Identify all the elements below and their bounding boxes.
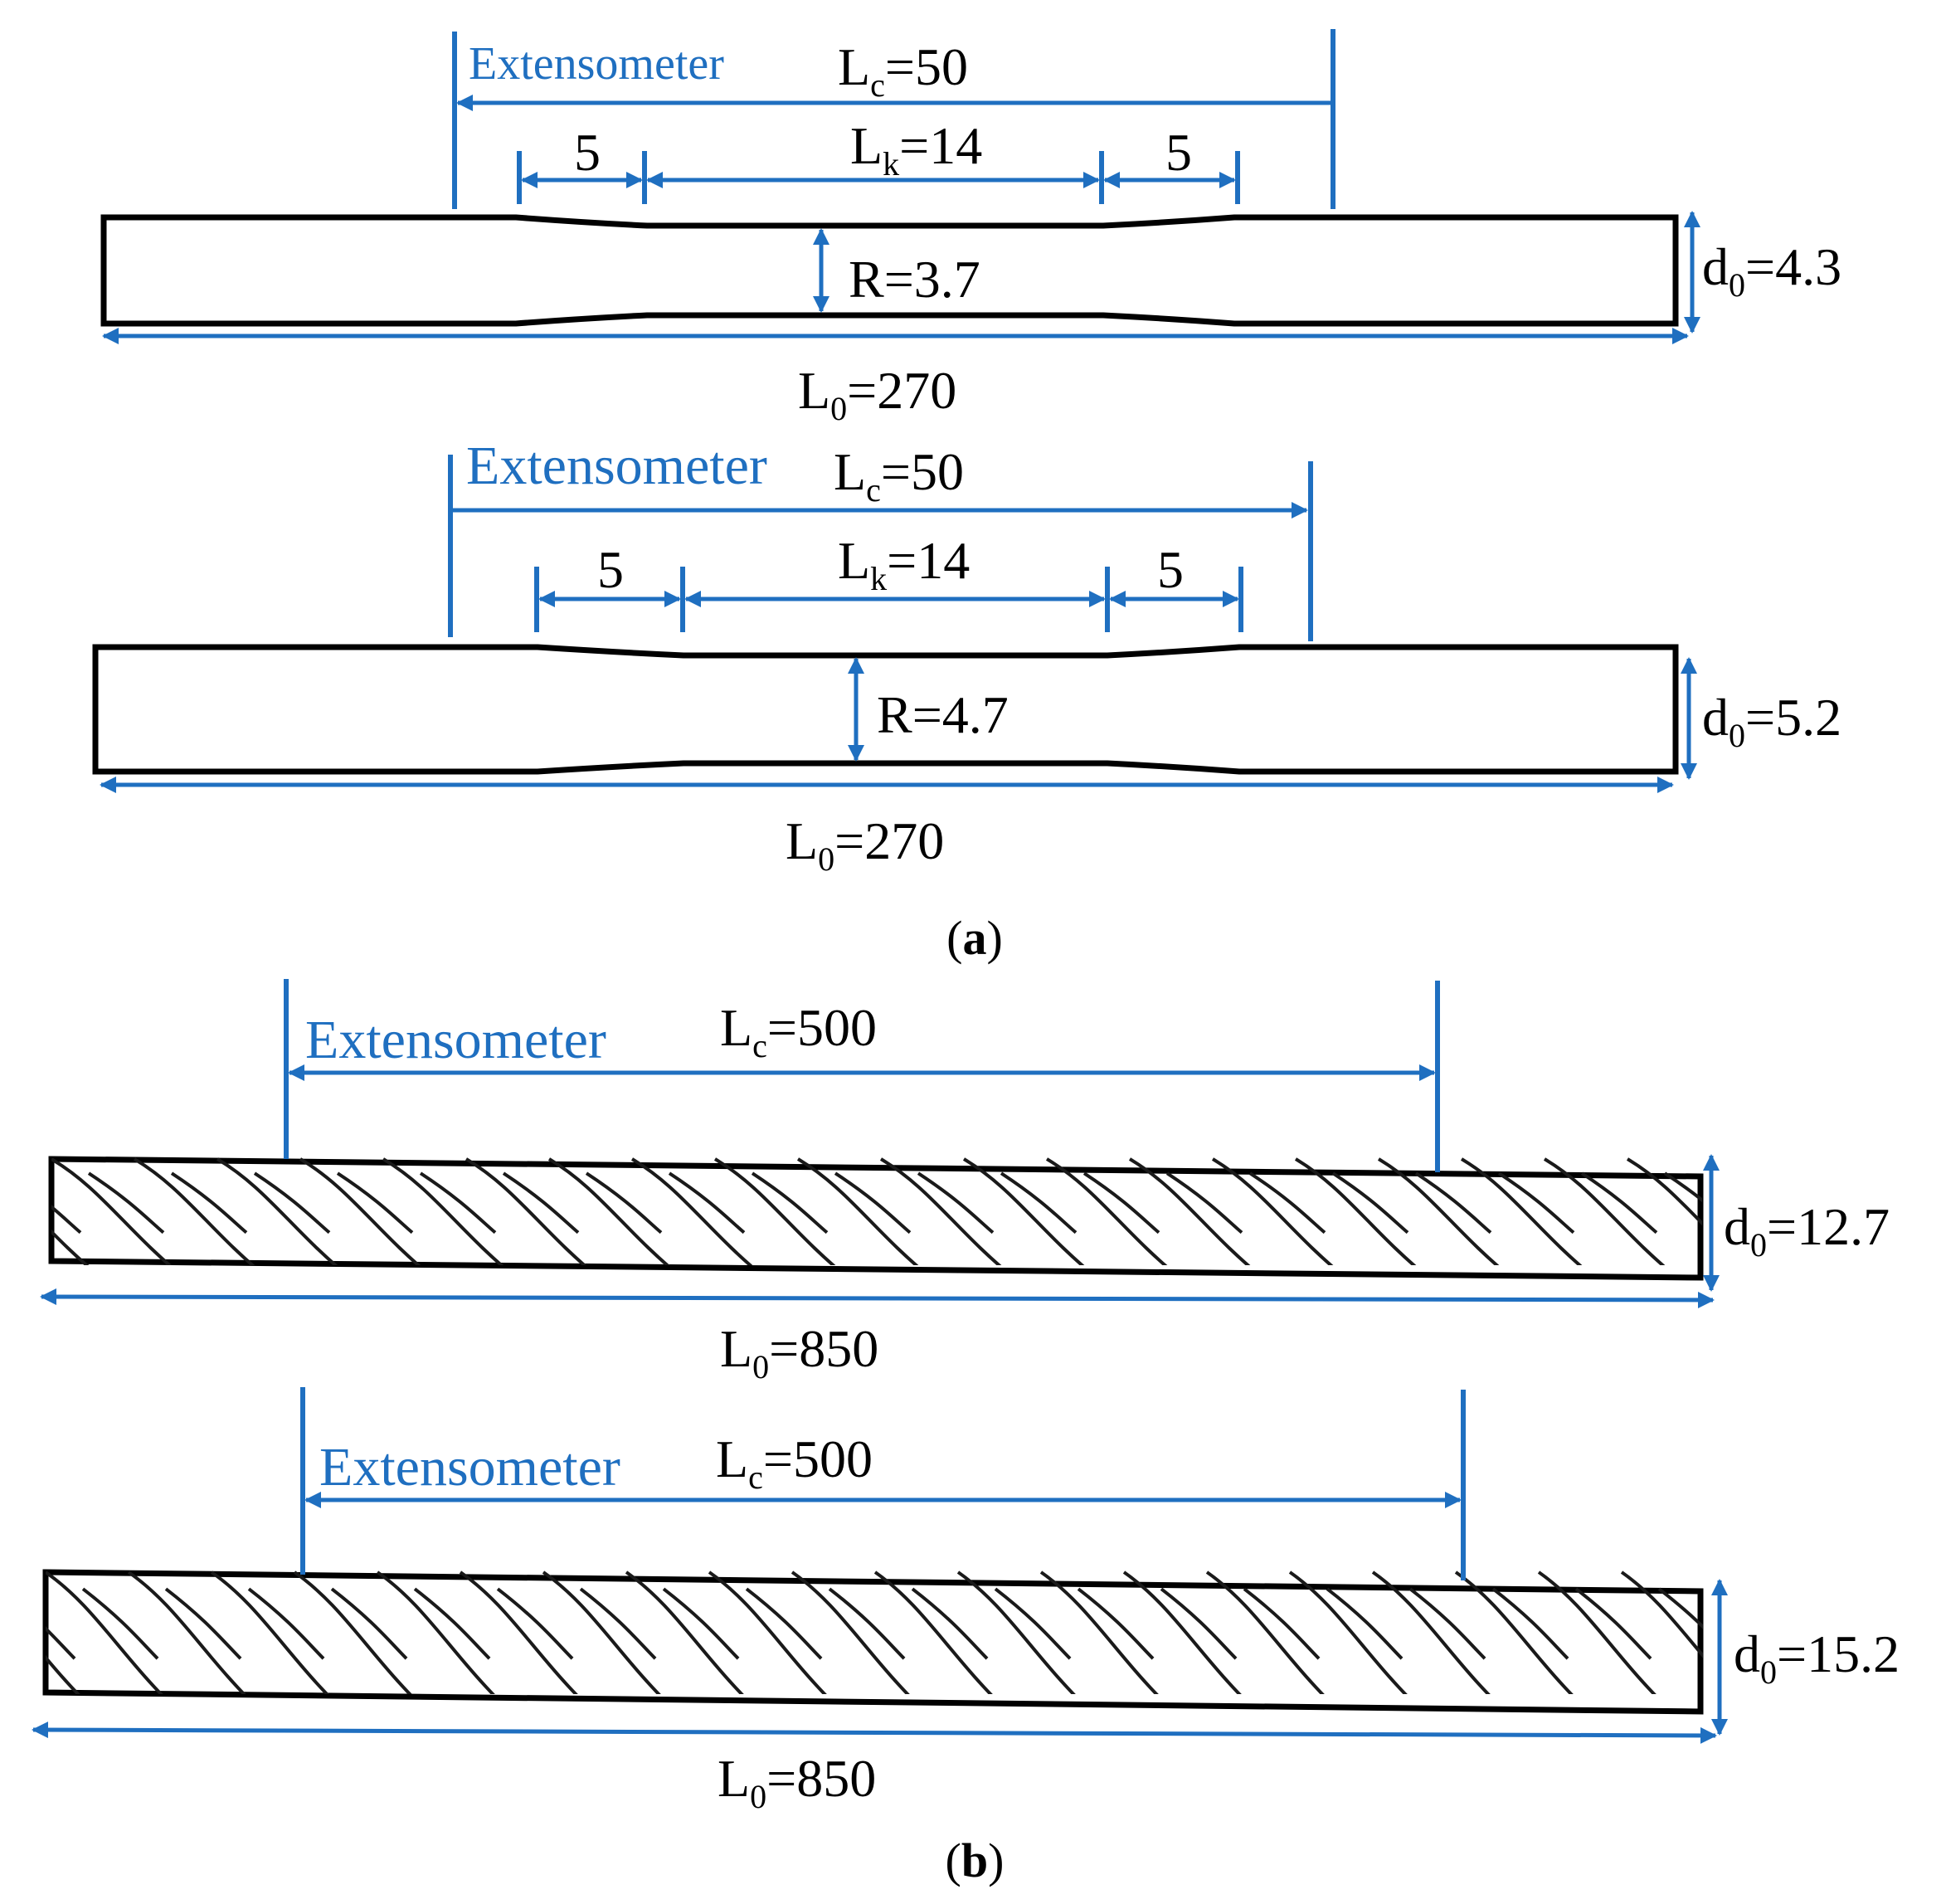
- extensometer-label: Extensometer: [305, 1010, 606, 1070]
- d0-label: d0=12.7: [1724, 1197, 1890, 1264]
- panel-a-specimen-2: Extensometer Lc=50 5 Lk=14 5 R=4.7 d0=5.…: [92, 436, 1841, 878]
- extensometer-label: Extensometer: [319, 1437, 620, 1497]
- steel-strand-body: [48, 1156, 1704, 1281]
- d0-label: d0=15.2: [1734, 1624, 1900, 1691]
- transition-right-label: 5: [1157, 540, 1184, 599]
- lk-label: Lk=14: [838, 531, 970, 597]
- radius-label: R=3.7: [849, 250, 980, 309]
- transition-right-label: 5: [1165, 123, 1192, 182]
- transition-left-label: 5: [597, 540, 624, 599]
- l0-dimension-arrow: [32, 1721, 1717, 1744]
- d0-label: d0=4.3: [1702, 237, 1841, 304]
- l0-dimension-arrow: [40, 1288, 1715, 1308]
- panel-b-caption: (b): [946, 1833, 1005, 1887]
- d0-label: d0=5.2: [1702, 688, 1841, 754]
- lc-label: Lc=50: [834, 442, 964, 509]
- radius-label: R=4.7: [877, 685, 1009, 744]
- l0-label: L0=270: [786, 811, 944, 878]
- l0-label: L0=850: [720, 1319, 878, 1385]
- panel-b-strand-1: Extensometer Lc=500 d0=12.7 L0=850: [40, 979, 1890, 1385]
- l0-label: L0=850: [718, 1749, 876, 1815]
- strand-wire-hatching: [46, 1570, 1703, 1694]
- panel-a-specimen-1: Extensometer Lc=50 5 Lk=14 5 R=3.7 d0=4.…: [100, 29, 1841, 427]
- lc-label: Lc=50: [838, 37, 968, 104]
- lc-label: Lc=500: [716, 1429, 873, 1496]
- lk-label: Lk=14: [850, 116, 982, 183]
- strand-wire-hatching: [51, 1157, 1702, 1265]
- transition-left-label: 5: [574, 123, 601, 182]
- panel-b-strand-2: Extensometer Lc=500 d0=15.2 L0=850: [32, 1387, 1900, 1815]
- steel-strand-body: [42, 1569, 1704, 1715]
- lc-label: Lc=500: [720, 998, 877, 1064]
- panel-a-caption: (a): [946, 911, 1003, 965]
- dogbone-specimen-body: [100, 214, 1679, 327]
- l0-label: L0=270: [798, 361, 956, 427]
- extensometer-label: Extensometer: [469, 38, 724, 90]
- extensometer-label: Extensometer: [466, 436, 767, 496]
- dogbone-specimen-body: [92, 644, 1679, 775]
